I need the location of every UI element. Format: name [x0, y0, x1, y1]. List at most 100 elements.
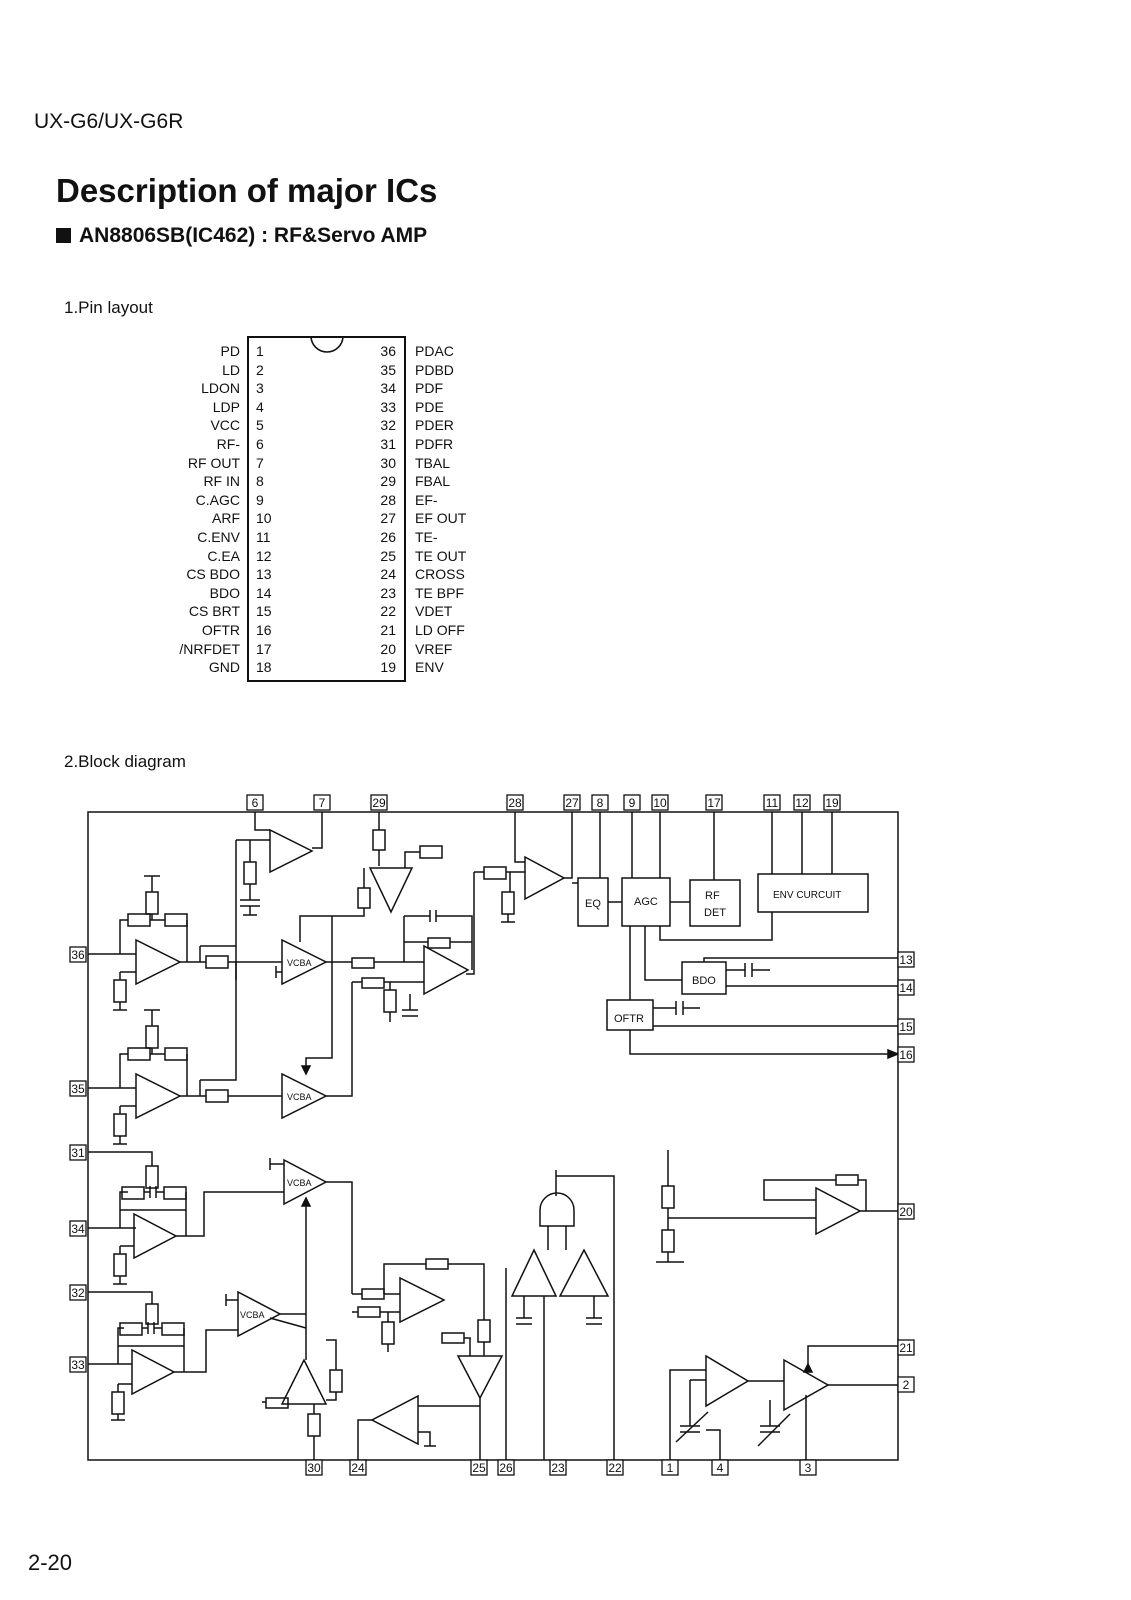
- bottom-pin-label: 1: [667, 1461, 674, 1475]
- pin-name-right: PDER: [415, 417, 454, 434]
- pin-box: [823, 794, 841, 811]
- pin-name-right: VDET: [415, 603, 453, 620]
- pin-box: [897, 1046, 915, 1063]
- ld-amp-1-symbol: [705, 1354, 750, 1408]
- pin-box: [313, 794, 331, 811]
- pin-name-left: OFTR: [201, 622, 240, 638]
- pd-amp-35-symbol: [135, 1072, 182, 1120]
- pin-number-left: 1: [256, 343, 264, 359]
- pin-number-right: 20: [380, 640, 396, 657]
- pin-box: [506, 794, 524, 811]
- top-pin-label: 28: [508, 796, 522, 810]
- right-pin-label: 2: [903, 1378, 910, 1392]
- model-header: UX-G6/UX-G6R: [34, 110, 184, 133]
- env-label: ENV CURCUIT: [773, 890, 841, 901]
- pin-box: [470, 1459, 488, 1476]
- pin-box: [897, 1339, 915, 1356]
- pin-number-left: 6: [256, 436, 264, 452]
- pin-name-left: LDON: [201, 380, 240, 397]
- pd-amp-34-symbol: [133, 1212, 178, 1260]
- pin-number-right: 29: [380, 473, 396, 490]
- pin-name-left: LD: [222, 361, 240, 378]
- pin-number-right: 27: [380, 510, 396, 527]
- pin-name-left: BDO: [209, 584, 240, 601]
- pin-name-right: PDAC: [415, 343, 454, 359]
- pin-box: [349, 1459, 367, 1476]
- pin-name-left: /NRFDET: [179, 640, 240, 657]
- pin-name-right: CROSS: [415, 566, 465, 583]
- top-pin-label: 8: [597, 796, 604, 810]
- pin-name-right: PDF: [415, 380, 443, 397]
- pin-box: [69, 1080, 87, 1097]
- pin-box: [651, 794, 669, 811]
- left-pin-label: 35: [71, 1082, 85, 1096]
- pin-name-left: VCC: [210, 417, 240, 434]
- pin-number-right: 28: [380, 491, 396, 508]
- top-pin-label: 17: [707, 796, 721, 810]
- pin-number-right: 32: [380, 417, 396, 434]
- pin-box: [897, 1376, 915, 1393]
- pin-box: [661, 1459, 679, 1476]
- pin-name-right: ENV: [415, 659, 444, 676]
- pin-box: [897, 1018, 915, 1035]
- vref-amp-symbol: [815, 1186, 862, 1236]
- pin-number-right: 35: [380, 361, 396, 378]
- pin-number-right: 33: [380, 398, 396, 415]
- vcba-1-label: VCBA: [287, 958, 312, 968]
- vcba-1-symbol: [281, 938, 328, 986]
- eq-label: EQ: [585, 898, 601, 910]
- pin-name-left: RF OUT: [187, 454, 240, 471]
- pin-number-right: 34: [380, 380, 396, 397]
- pin-box: [897, 951, 915, 968]
- rf-det-block: [689, 879, 741, 927]
- tbal-amp-symbol: [280, 1358, 328, 1405]
- pin-box: [246, 794, 264, 811]
- ic-subtitle-text: AN8806SB(IC462) : RF&Servo AMP: [79, 224, 428, 247]
- pin-name-left: CS BRT: [188, 603, 240, 620]
- pin-number-right: 21: [380, 622, 396, 638]
- vcba-3-symbol: [283, 1158, 328, 1206]
- pin-box: [563, 794, 581, 811]
- pd-amp-33-symbol: [131, 1348, 176, 1396]
- top-pin-label: 27: [565, 796, 579, 810]
- pin-box: [549, 1459, 567, 1476]
- rf-amp-symbol: [269, 828, 314, 874]
- pin-number-left: 17: [256, 640, 272, 657]
- right-pin-label: 21: [899, 1341, 913, 1355]
- pin-number-left: 18: [256, 659, 272, 676]
- pin-name-left: GND: [208, 659, 240, 676]
- buffer-amp-symbol: [370, 1394, 419, 1446]
- bottom-pin-label: 24: [351, 1461, 365, 1475]
- ic-package-outline: [247, 336, 406, 682]
- right-pin-label: 15: [899, 1020, 913, 1034]
- rf-det-label-1: RF: [705, 890, 720, 902]
- pin-name-right: EF OUT: [415, 510, 467, 527]
- bottom-pin-label: 3: [805, 1461, 812, 1475]
- pin-box: [793, 794, 811, 811]
- section-heading-pin-layout: 1.Pin layout: [64, 298, 153, 317]
- left-pin-label: 34: [71, 1222, 85, 1236]
- left-pin-label: 31: [71, 1146, 85, 1160]
- right-pin-label: 14: [899, 981, 913, 995]
- ef-amp-symbol: [524, 855, 566, 901]
- pin-name-right: TE BPF: [415, 584, 465, 601]
- pin-name-left: LDP: [212, 398, 240, 415]
- rf-det-label-2: DET: [704, 907, 726, 919]
- pin-number-right: 31: [380, 436, 396, 452]
- diagram-frame: [87, 811, 899, 1461]
- pin-number-left: 2: [256, 361, 264, 378]
- right-pin-label: 13: [899, 953, 913, 967]
- pin-box: [69, 1220, 87, 1237]
- pin-box: [799, 1459, 817, 1476]
- pin-number-left: 15: [256, 603, 272, 620]
- pin-number-right: 26: [380, 529, 396, 545]
- top-pin-label: 29: [372, 796, 386, 810]
- oftr-label: OFTR: [614, 1013, 644, 1025]
- pin-number-left: 11: [256, 529, 271, 545]
- pin-name-right: PDFR: [415, 436, 454, 452]
- bottom-pin-label: 22: [608, 1461, 622, 1475]
- pin-name-right: TE-: [415, 529, 438, 545]
- pin-number-right: 24: [380, 566, 396, 583]
- ic-notch-icon: [310, 335, 344, 353]
- pin-name-left: RF IN: [203, 473, 240, 490]
